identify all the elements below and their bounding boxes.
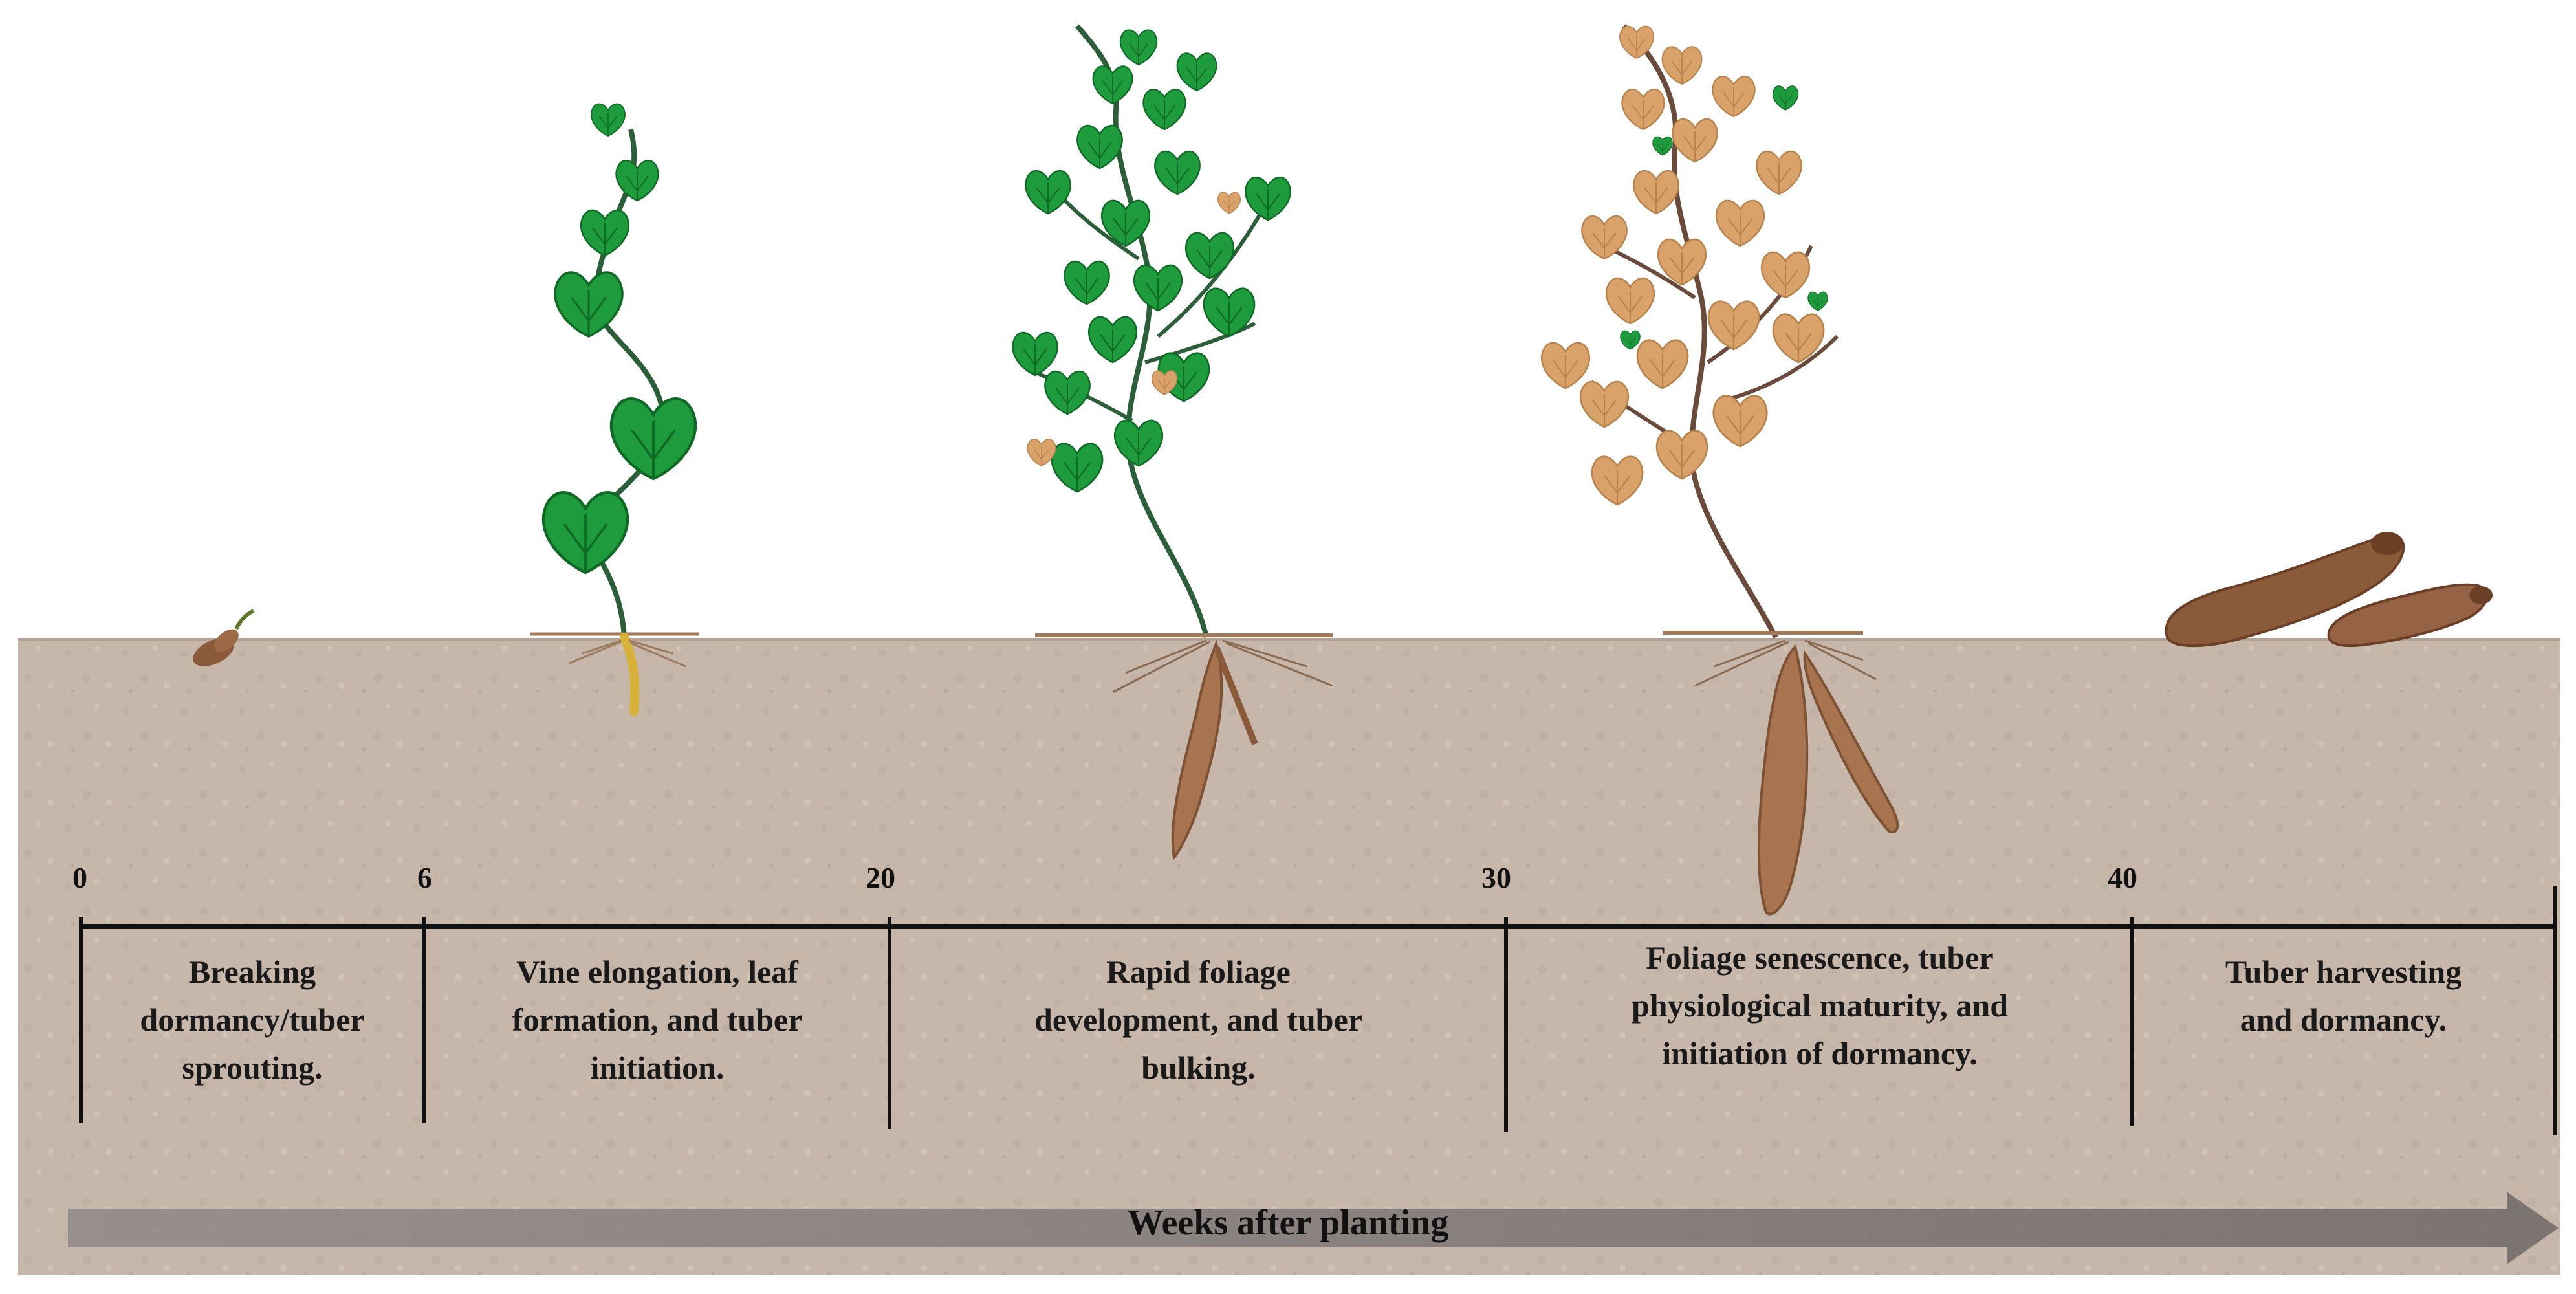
tick-label-6: 6 bbox=[417, 861, 432, 894]
soil-background bbox=[18, 639, 2560, 1275]
young-vine-icon bbox=[530, 103, 699, 716]
tick-label-0: 0 bbox=[72, 861, 87, 894]
weeks-arrow bbox=[68, 1192, 2559, 1264]
tick-label-40: 40 bbox=[2108, 861, 2137, 894]
stage-2-label: Vine elongation, leaf formation, and tub… bbox=[512, 954, 803, 1086]
harvested-tuber-icon bbox=[2165, 532, 2493, 648]
senescent-vine-icon bbox=[1540, 24, 1899, 916]
stage-3-label: Rapid foliage development, and tuber bul… bbox=[1034, 954, 1362, 1086]
stage-5-label: Tuber harvesting and dormancy. bbox=[2225, 954, 2462, 1038]
leafy-vine-icon bbox=[1012, 24, 1333, 861]
stage-4-label: Foliage senescence, tuber physiological … bbox=[1631, 939, 2009, 1071]
tick-label-30: 30 bbox=[1481, 861, 1511, 894]
axis-title: Weeks after planting bbox=[1127, 1203, 1449, 1243]
tick-label-20: 20 bbox=[866, 861, 895, 894]
sprouting-tuber-icon bbox=[193, 609, 255, 666]
stage-1-label: Breaking dormancy/tuber sprouting. bbox=[140, 954, 365, 1086]
